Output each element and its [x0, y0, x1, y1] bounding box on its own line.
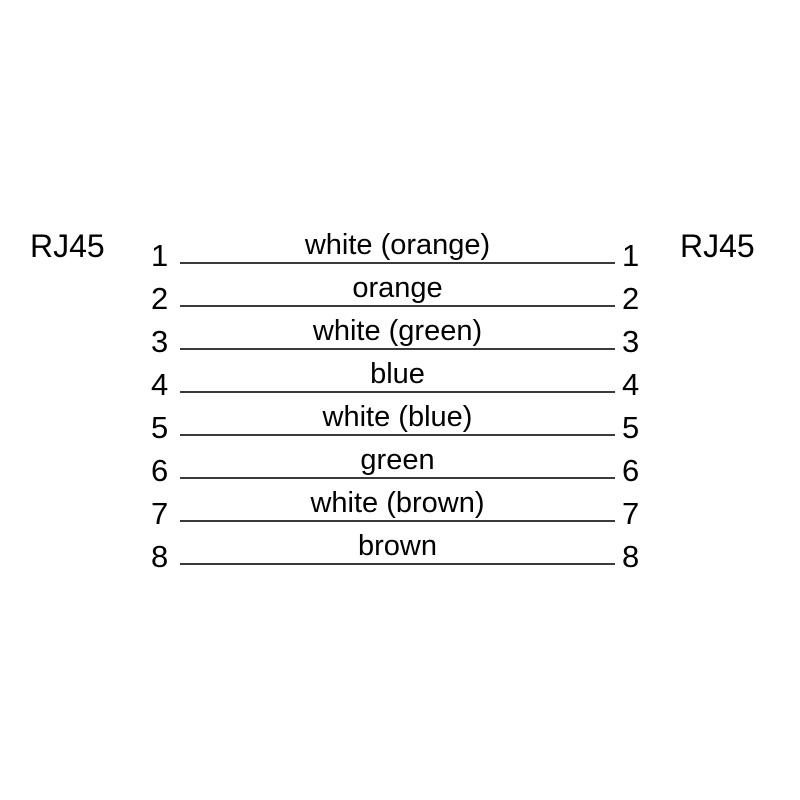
wire-row: 1 white (orange) 1 [0, 226, 800, 273]
wire-row: 2 orange 2 [0, 269, 800, 316]
left-pin-number: 2 [151, 281, 169, 316]
left-connector-label: RJ45 [30, 228, 105, 264]
right-pin-number: 6 [622, 453, 640, 488]
right-pin-number: 2 [622, 281, 640, 316]
wire-color-label: white (brown) [310, 487, 485, 519]
right-pin-number: 5 [622, 410, 640, 445]
right-pin-number: 7 [622, 496, 640, 531]
right-connector-label: RJ45 [680, 228, 755, 264]
left-pin-number: 1 [151, 238, 169, 273]
left-pin-number: 4 [151, 367, 169, 402]
wire-line [180, 477, 615, 479]
right-pin-number: 3 [622, 324, 640, 359]
wire-color-label: green [360, 444, 435, 476]
wire-color-label: brown [358, 530, 437, 562]
wire-row: 4 blue 4 [0, 355, 800, 402]
wire-row: 3 white (green) 3 [0, 312, 800, 359]
left-pin-number: 6 [151, 453, 169, 488]
left-pin-number: 3 [151, 324, 169, 359]
right-pin-number: 4 [622, 367, 640, 402]
wire-line [180, 520, 615, 522]
wire-color-label: orange [352, 272, 443, 304]
wire-line [180, 391, 615, 393]
wire-line [180, 563, 615, 565]
wire-color-label: white (blue) [322, 401, 473, 433]
left-pin-number: 7 [151, 496, 169, 531]
wire-row: 7 white (brown) 7 [0, 484, 800, 531]
wire-color-label: white (orange) [304, 229, 491, 261]
wire-row: 8 brown 8 [0, 527, 800, 574]
right-pin-number: 1 [622, 238, 640, 273]
wire-line [180, 262, 615, 264]
wire-row: 5 white (blue) 5 [0, 398, 800, 445]
right-pin-number: 8 [622, 539, 640, 574]
left-pin-number: 5 [151, 410, 169, 445]
wire-row: 6 green 6 [0, 441, 800, 488]
wire-line [180, 434, 615, 436]
wire-color-label: blue [370, 358, 425, 390]
wire-color-label: white (green) [312, 315, 483, 347]
wire-line [180, 305, 615, 307]
wire-line [180, 348, 615, 350]
left-pin-number: 8 [151, 539, 169, 574]
